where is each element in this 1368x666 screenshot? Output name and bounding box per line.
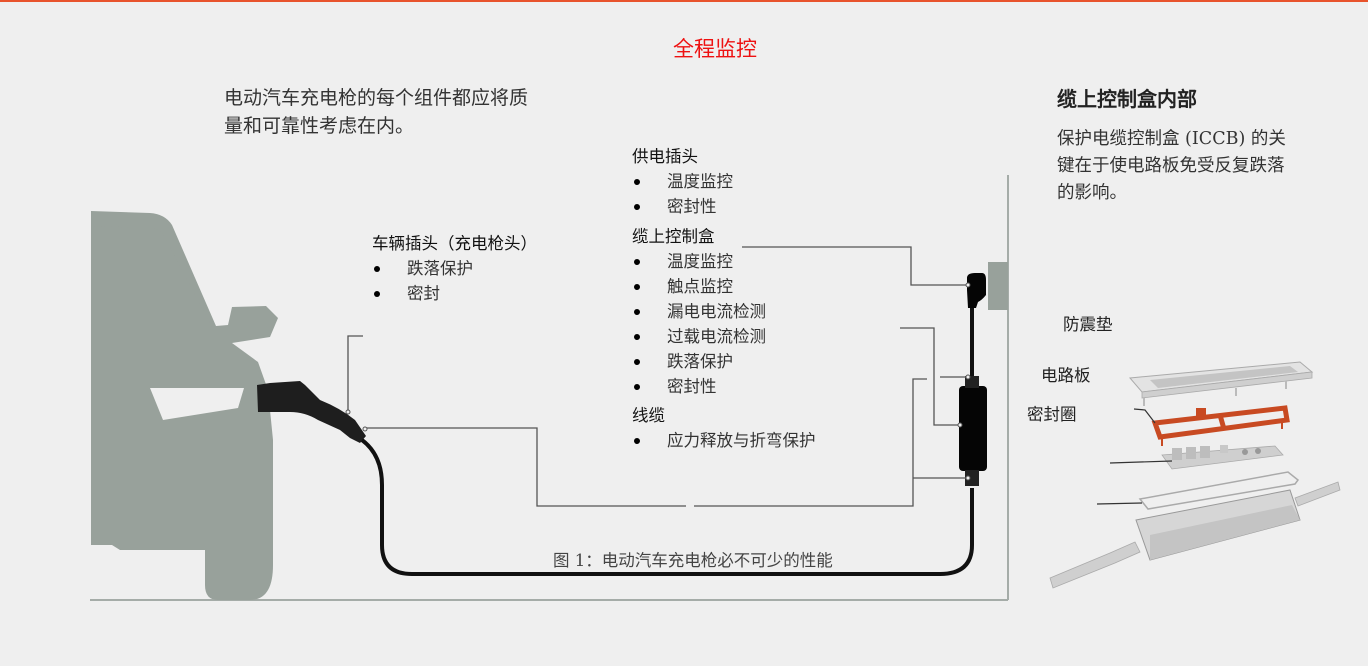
car-headlight [150,388,244,420]
group-item: 温度监控 [632,169,733,194]
sidebar-title: 缆上控制盒内部 [1057,87,1197,111]
group-cable: 线缆 应力释放与折弯保护 [632,403,816,453]
group-heading: 车辆插头（充电枪头） [372,234,537,253]
leader-seal-ring [1133,408,1156,424]
group-item-text: 漏电电流检测 [667,302,766,321]
figure-caption: 图 1：电动汽车充电枪必不可少的性能 [553,551,833,570]
bullet-icon [634,179,640,185]
leader-lines [347,246,968,507]
group-item-text: 触点监控 [667,277,733,296]
exploded-iccb-view [1049,361,1341,589]
leader-dot [965,475,971,481]
group-item: 触点监控 [632,274,766,299]
group-item-text: 过载电流检测 [667,327,766,346]
sidebar-body-line: 的影响。 [1057,183,1127,203]
bullet-icon [634,284,640,290]
shock-pad-part [1128,361,1314,406]
bullet-icon [374,291,380,297]
group-item: 密封性 [632,374,766,399]
sidebar-body: 保护电缆控制盒 (ICCB) 的关 键在于使电路板免受反复跌落 的影响。 [1057,126,1357,207]
leader-cable-strain-2 [694,378,927,507]
seal-ring-part [1151,405,1290,446]
group-vehicle-plug: 车辆插头（充电枪头） 跌落保护 密封 [372,231,537,306]
group-item-text: 应力释放与折弯保护 [667,431,816,450]
group-item: 应力释放与折弯保护 [632,428,816,453]
label-seal-ring: 密封圈 [1027,405,1077,424]
leader-gasket [1096,502,1143,505]
leader-dot [362,426,368,432]
group-item-text: 跌落保护 [667,352,733,371]
label-circuit-board: 电路板 [1041,366,1091,385]
group-item: 密封 [372,281,537,306]
housing-part [1049,481,1341,589]
group-item-text: 跌落保护 [407,259,473,278]
leader-dot [957,422,963,428]
leader-vehicle-plug [347,335,363,412]
group-iccb: 缆上控制盒 温度监控 触点监控 漏电电流检测 过载电流检测 跌落保护 密封性 [632,224,766,399]
group-heading: 缆上控制盒 [632,227,715,246]
bullet-icon [634,204,640,210]
bullet-icon [634,359,640,365]
leader-dot [345,409,351,415]
group-item-text: 密封 [407,284,440,303]
leader-dot [965,282,971,288]
bullet-icon [634,309,640,315]
group-item-text: 密封性 [667,197,717,216]
intro-text: 电动汽车充电枪的每个组件都应将质量和可靠性考虑在内。 [224,87,529,137]
bullet-icon [634,334,640,340]
gasket-part [1138,471,1300,510]
page-title: 全程监控 [673,37,757,61]
leader-cable-strain [365,427,686,507]
bullet-icon [634,438,640,444]
wall-socket [988,262,1008,310]
sidebar-body-line: 保护电缆控制盒 (ICCB) 的关 [1057,129,1286,149]
bullet-icon [634,384,640,390]
group-item: 跌落保护 [372,256,537,281]
group-item: 温度监控 [632,249,766,274]
group-item: 跌落保护 [632,349,766,374]
label-shock-pad: 防震垫 [1063,315,1113,334]
group-heading: 线缆 [632,406,665,425]
group-item: 漏电电流检测 [632,299,766,324]
group-item-text: 温度监控 [667,172,733,191]
top-accent-bar [0,0,1368,2]
bullet-icon [374,266,380,272]
charging-cable [360,438,974,576]
leader-iccb-mid [900,327,960,426]
circuit-board-part [1161,445,1284,470]
leader-dot [965,374,971,380]
leader-iccb-title [742,246,968,286]
group-item-text: 温度监控 [667,252,733,271]
group-supply-plug: 供电插头 温度监控 密封性 [632,144,733,219]
group-item-text: 密封性 [667,377,717,396]
group-item: 过载电流检测 [632,324,766,349]
vehicle-plug [257,381,366,443]
supply-plug [967,273,986,308]
leader-board [1109,460,1173,464]
group-heading: 供电插头 [632,147,698,166]
iccb-box [959,386,987,471]
iccb-strain-bottom [965,470,979,486]
bullet-icon [634,259,640,265]
group-item: 密封性 [632,194,733,219]
sidebar-body-line: 键在于使电路板免受反复跌落 [1057,156,1285,176]
